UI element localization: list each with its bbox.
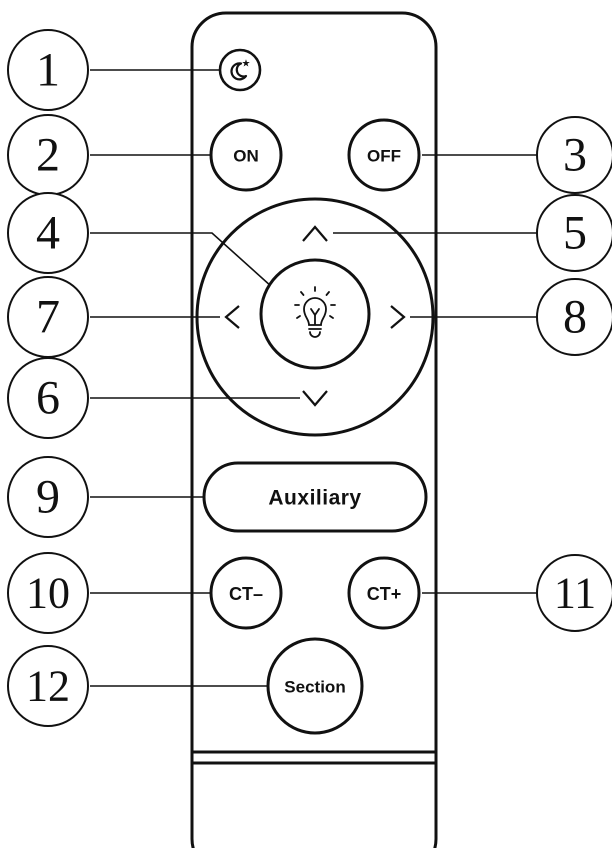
callout-3-label: 3	[563, 129, 587, 182]
callout-11-label: 11	[554, 569, 596, 618]
ct-plus-button[interactable]: CT+	[347, 556, 421, 630]
left-button[interactable]	[215, 297, 245, 337]
svg-text:★: ★	[242, 59, 251, 70]
chevron-right-icon	[390, 305, 406, 329]
callout-7-label: 7	[36, 291, 60, 344]
on-button-label: ON	[233, 147, 259, 166]
callout-1-label: 1	[36, 44, 60, 97]
callout-6-label: 6	[36, 372, 60, 425]
auxiliary-button-label: Auxiliary	[268, 487, 361, 510]
sleep-button[interactable]: ★	[218, 48, 262, 92]
callout-5: 5	[536, 194, 612, 272]
callout-2: 2	[7, 114, 89, 196]
callout-4-label: 4	[36, 207, 60, 260]
chevron-left-icon	[224, 305, 240, 329]
up-button[interactable]	[295, 218, 335, 248]
dpad-ring	[195, 197, 435, 437]
callout-3: 3	[536, 116, 612, 194]
section-button[interactable]: Section	[266, 637, 364, 735]
callout-10: 10	[7, 552, 89, 634]
callout-1: 1	[7, 29, 89, 111]
light-bulb-icon	[294, 286, 336, 338]
leader-lines	[90, 69, 537, 687]
callout-4: 4	[7, 192, 89, 274]
moon-star-icon: ★	[230, 59, 251, 81]
callout-10-label: 10	[26, 569, 70, 618]
chevron-up-icon	[302, 225, 328, 242]
on-button[interactable]: ON	[209, 118, 283, 192]
callout-5-label: 5	[563, 207, 587, 260]
callout-9: 9	[7, 456, 89, 538]
ct-minus-button[interactable]: CT–	[209, 556, 283, 630]
section-button-label: Section	[284, 678, 345, 697]
callout-8-label: 8	[563, 291, 587, 344]
callout-7: 7	[7, 276, 89, 358]
right-button[interactable]	[385, 297, 415, 337]
down-button[interactable]	[295, 383, 335, 413]
remote-body	[190, 11, 438, 848]
auxiliary-button[interactable]: Auxiliary	[202, 461, 428, 533]
callout-12-label: 12	[26, 662, 70, 711]
ct-plus-button-label: CT+	[367, 584, 402, 604]
light-button[interactable]	[259, 258, 371, 370]
off-button[interactable]: OFF	[347, 118, 421, 192]
callout-11: 11	[536, 554, 612, 632]
callout-8: 8	[536, 278, 612, 356]
leader-4	[90, 232, 293, 306]
callout-2-label: 2	[36, 129, 60, 182]
callout-12: 12	[7, 645, 89, 727]
chevron-down-icon	[302, 390, 328, 407]
callout-9-label: 9	[36, 471, 60, 524]
callout-6: 6	[7, 357, 89, 439]
callouts: 1 2 4 7 6 9 10 12	[7, 29, 612, 727]
off-button-label: OFF	[367, 147, 401, 166]
ct-minus-button-label: CT–	[229, 584, 263, 604]
